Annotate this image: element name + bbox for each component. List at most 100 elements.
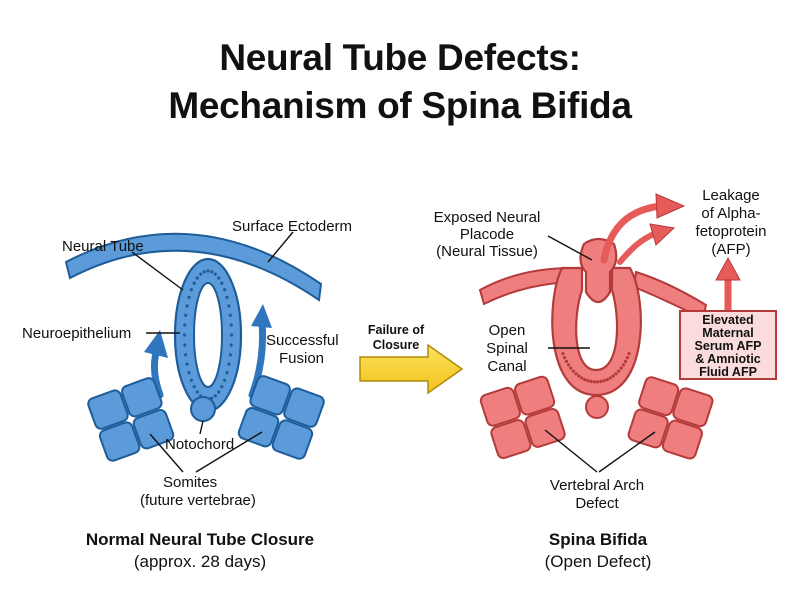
open-tube-cell (564, 359, 569, 363)
caption-normal-sub: (approx. 28 days) (134, 552, 266, 571)
neuroepithelium-cell (229, 333, 234, 337)
neuroepithelium-cell (184, 353, 188, 357)
label-somites: Somites (163, 474, 217, 491)
neuroepithelium-cell (220, 385, 224, 389)
neuroepithelium-cell (223, 378, 227, 382)
open-tube-cell (563, 356, 567, 360)
open-tube-cell (583, 378, 587, 382)
vertebra-block-right (627, 376, 714, 460)
title-line-1: Neural Tube Defects: (219, 37, 581, 78)
neuroepithelium-cell (225, 371, 229, 375)
neuroepithelium-cell (195, 390, 199, 394)
neuroepithelium-cell (185, 304, 189, 308)
open-tube-cell (623, 359, 628, 363)
open-tube-cell (599, 379, 603, 384)
fusion-arrow-right-head (251, 304, 272, 328)
spina-bifida-diagram: Elevated Maternal Serum AFP & Amniotic F… (434, 187, 777, 571)
diagram-title: Neural Tube Defects: Mechanism of Spina … (0, 34, 800, 130)
neuroepithelium-cell (187, 371, 191, 375)
neuroepithelium-cell (213, 394, 217, 398)
caption-spina-bifida-sub: (Open Defect) (545, 552, 652, 571)
open-tube-cell (619, 366, 623, 370)
label-spinal: Spinal (486, 340, 528, 357)
label-future-vertebrae: (future vertebrae) (140, 492, 256, 509)
defect-notochord (585, 395, 609, 419)
leader-surface-ectoderm (267, 231, 294, 263)
neural-tube-lumen (193, 282, 223, 388)
neuroepithelium-cell (217, 276, 221, 280)
label-serum-afp: Serum AFP (695, 339, 762, 353)
label-placode: Placode (460, 226, 514, 243)
leader-somites-right (195, 431, 263, 473)
leader-vertebral-left (544, 429, 598, 473)
neuroepithelium-cell (192, 281, 196, 285)
open-tube-cell (627, 352, 631, 356)
neuroepithelium-cell (189, 378, 193, 382)
label-amniotic: & Amniotic (695, 352, 761, 366)
neuroepithelium-cell (228, 353, 232, 357)
label-failure-of: Failure of (368, 323, 425, 337)
label-exposed-neural: Exposed Neural (434, 209, 541, 226)
open-tube-cell (586, 379, 590, 383)
label-closure: Closure (373, 338, 420, 352)
afp-up-arrow-head (715, 256, 741, 281)
neuroepithelium-cell (223, 288, 227, 292)
open-tube-cell (608, 376, 612, 380)
neuroepithelium-cell (187, 295, 191, 299)
label-afp: (AFP) (711, 241, 750, 258)
neuroepithelium-cell (229, 323, 233, 327)
normal-closure-diagram: Surface Ectoderm Neural Tube Neuroepithe… (22, 218, 352, 571)
exposed-neural-placode (579, 237, 618, 304)
elevated-afp-box (679, 310, 777, 380)
label-successful: Successful (266, 332, 339, 349)
neuroepithelium-cell (220, 281, 224, 285)
leader-neural-tube (131, 251, 184, 291)
caption-spina-bifida: Spina Bifida (549, 530, 648, 549)
label-neuroepithelium: Neuroepithelium (22, 325, 131, 342)
label-leakage: Leakage (702, 187, 760, 204)
label-neural-tissue: (Neural Tissue) (436, 243, 538, 260)
somite-block-left (87, 377, 175, 462)
open-tube-cell (567, 363, 571, 367)
somite-block-right (237, 375, 325, 460)
label-fetoprotein: fetoprotein (696, 223, 767, 240)
neuroepithelium-cell (210, 270, 214, 274)
label-fluid-afp: Fluid AFP (699, 365, 757, 379)
neuroepithelium-cell (229, 343, 233, 347)
caption-normal: Normal Neural Tube Closure (86, 530, 314, 549)
surface-ectoderm (64, 232, 323, 302)
afp-leak-arrow-1 (600, 202, 664, 264)
neuroepithelium-cell (192, 385, 196, 389)
open-tube-cells (561, 352, 631, 384)
fusion-arrow-left-head (144, 330, 168, 358)
afp-leak-arrow-2 (617, 231, 657, 265)
neuroepithelium-cell (227, 304, 231, 308)
open-tube-cell (561, 352, 565, 356)
leader-vertebral-right (598, 431, 656, 473)
label-open: Open (489, 322, 526, 339)
neuroepithelium-cell (202, 270, 206, 274)
label-canal: Canal (487, 358, 526, 375)
open-tube-cell (611, 374, 615, 378)
neuroepithelium-cell (227, 362, 231, 366)
label-fusion: Fusion (279, 350, 324, 367)
open-tube-cell (605, 378, 609, 382)
open-tube-cell (602, 379, 606, 383)
neuroepithelium-cell (217, 390, 221, 394)
neuroepithelium-cell (183, 323, 187, 327)
open-tube-cell (614, 372, 618, 376)
notochord (190, 396, 216, 422)
open-neural-tube (551, 266, 642, 397)
open-tube-cell (596, 380, 600, 384)
yellow-arrow (359, 343, 464, 395)
label-neural-tube: Neural Tube (62, 238, 144, 255)
neuroepithelium-cell (189, 288, 193, 292)
neuroepithelium-cell (182, 333, 187, 337)
vertebra-block-left (479, 375, 566, 459)
leader-placode (547, 235, 593, 261)
neuroepithelium-cell (228, 313, 232, 317)
label-of-alpha: of Alpha- (701, 205, 760, 222)
afp-leak-arrow-1-head (655, 193, 686, 219)
open-tube-cell (589, 379, 593, 384)
